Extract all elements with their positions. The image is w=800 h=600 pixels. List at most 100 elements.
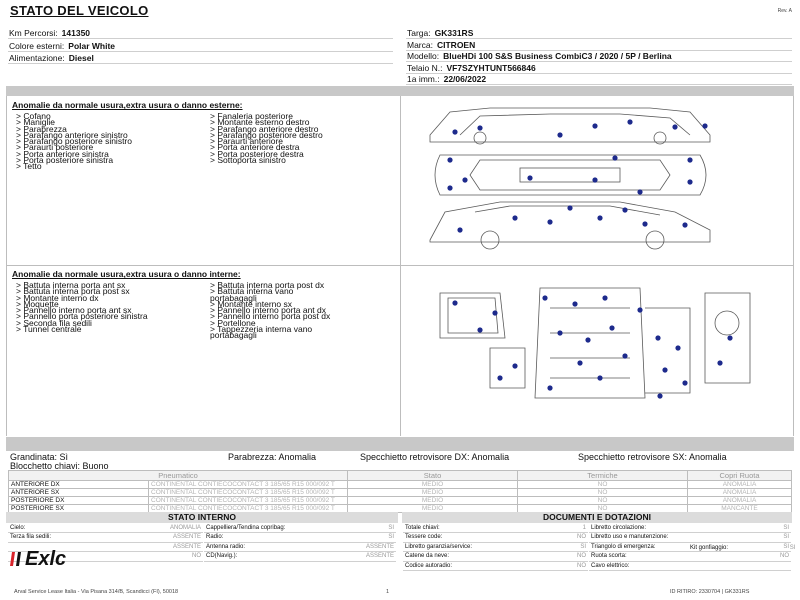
detail-row: Libretto circolazione:SI [589,523,791,533]
vehicle-info-row: Alimentazione:Diesel [8,53,393,64]
tyre-state: MEDIO [347,488,518,497]
detail-row: CD(Navig.):ASSENTE [204,551,396,562]
external-list-col1: > Cofano> Maniglie> Parabrezza> Parafang… [16,111,132,171]
tyre-model: CONTINENTAL CONTIECOCONTACT 3 185/65 R15… [148,488,348,497]
detail-value: SI [342,532,396,543]
frame-divider [400,96,401,436]
detail-value: SI [342,523,396,533]
anomaly-item: > Seconda fila sedili [16,317,92,328]
tyre-col-copriruota: Copri Ruota [687,470,792,481]
detail-label: CD(Navig.): [204,551,343,562]
external-heading: Anomalie da normale usura,extra usura o … [12,100,243,110]
tyre-position: ANTERIORE DX [8,480,149,489]
anomaly-item: > Pannello interno porta ant sx [16,305,132,316]
tyre-model: CONTINENTAL CONTIECOCONTACT 3 185/65 R15… [148,480,348,489]
info-value: Polar White [68,40,116,51]
anomaly-item: > Porta posteriore sinistra [16,155,114,166]
detail-label [8,542,118,552]
frame-mid [6,265,794,266]
anomaly-item: > Montante interno dx [16,292,99,303]
tyre-col-termiche: Termiche [517,470,688,481]
vehicle-info-row: Marca:CITROEN [406,40,792,51]
detail-value: NO [559,551,588,562]
specchietto-sx-status: Specchietto retrovisore SX: Anomalia [578,452,727,462]
kit-gonfiaggio: Kit gonfiaggio: SI [690,545,795,551]
detail-label: Triangolo di emergenza: [589,542,764,552]
anomaly-item: > Fanaleria posteriore [210,111,293,121]
anomaly-item: > Portellone [210,317,256,328]
detail-row: Cappelliera/Tendina copribag:SI [204,523,396,533]
anomaly-item: > Parabrezza [16,123,67,134]
anomaly-item: > Porta anteriore sinistra [16,148,109,159]
tyre-thermal: NO [517,496,688,505]
anomaly-item: portabagagli [210,292,257,303]
tyre-col-pneumatico: Pneumatico [8,470,348,481]
detail-label: Cielo: [8,523,118,533]
tyre-cover: ANOMALIA [687,480,792,489]
anomaly-item: > Battuta interna porta post sx [16,286,130,297]
specchietto-dx-status: Specchietto retrovisore DX: Anomalia [360,452,510,462]
footer-ritiro: ID RITIRO: 2330704 | GK331RS [670,589,750,595]
info-value: 22/06/2022 [443,74,487,84]
detail-value: NO [763,551,791,562]
tyre-table: Pneumatico Stato Termiche Copri Ruota AN… [8,470,792,513]
anomaly-item: > Maniglie [16,117,55,128]
detail-value: SI [763,532,791,543]
info-value: GK331RS [434,28,474,38]
info-value: 141350 [61,28,91,38]
info-label: Telaio N.: [407,62,443,73]
page-title: STATO DEL VEICOLO [10,3,149,18]
vehicle-info-row: Colore esterni:Polar White [8,41,393,52]
detail-row: Tessere code:NO [403,532,588,543]
detail-row: ASSENTE [8,542,203,552]
anomaly-item: > Parafango anteriore destro [210,123,319,134]
logo-text: Exlc [25,547,67,570]
interior-car-diagram [439,287,751,399]
anomaly-item: > Battuta interna porta post dx [210,280,325,290]
blocchetto-status: Blocchetto chiavi: Buono [10,461,109,471]
detail-value: NO [559,561,588,571]
detail-value: ASSENTE [342,551,396,562]
documenti-header: DOCUMENTI E DOTAZIONI [402,512,792,523]
grandinata-status: Grandinata: Sì [10,452,69,462]
info-label: Modello: [407,51,440,61]
detail-label: Libretto circolazione: [589,523,764,533]
anomaly-item: > Porta posteriore destra [210,148,304,159]
vehicle-info-row: Km Percorsi:141350 [8,28,393,39]
tyre-position: POSTERIORE DX [8,496,149,505]
anomaly-item: > Pannello interno porta ant dx [210,305,327,316]
anomaly-item: > Montante interno sx [210,298,292,309]
tyre-state: MEDIO [347,496,518,505]
anomaly-item: > Parafango posteriore destro [210,129,323,140]
detail-row: Antenna radio:ASSENTE [204,542,396,552]
anomaly-item: > Moquette [16,298,59,309]
detail-label: Totale chiavi: [403,523,560,533]
anomaly-item: > Cofano [16,111,51,121]
stato-interno-header: STATO INTERNO [6,512,398,523]
tyre-position: ANTERIORE SX [8,488,149,497]
tyre-model: CONTINENTAL CONTIECOCONTACT 3 185/65 R15… [148,496,348,505]
detail-value: SI [763,542,791,552]
detail-label: Libretto uso e manutenzione: [589,532,764,543]
detail-label: Libretto garanzia/service: [403,542,560,552]
info-value: VF7SZYHTUNT566846 [446,62,536,73]
parabrezza-status: Parabrezza: Anomalia [228,452,317,462]
footer-company: Arval Service Lease Italia - Via Pisana … [14,589,179,595]
exterior-car-diagram [429,107,711,250]
tyre-state: MEDIO [347,480,518,489]
detail-row: Libretto uso e manutenzione:SI [589,532,791,543]
detail-label: Ruota scorta: [589,551,764,562]
info-value: Diesel [68,53,94,63]
anomaly-item: > Pannello interno porta post dx [210,311,331,322]
detail-row: Codice autoradio:NO [403,561,588,571]
detail-label: Antenna radio: [204,542,343,552]
anomaly-item: > Paraurti anteriore [210,136,283,147]
kit-gonfiaggio-label: Kit gonfiaggio: [690,545,729,551]
internal-list-col2: > Battuta interna porta post dx> Battuta… [210,280,331,340]
detail-row: Totale chiavi:1 [403,523,588,533]
